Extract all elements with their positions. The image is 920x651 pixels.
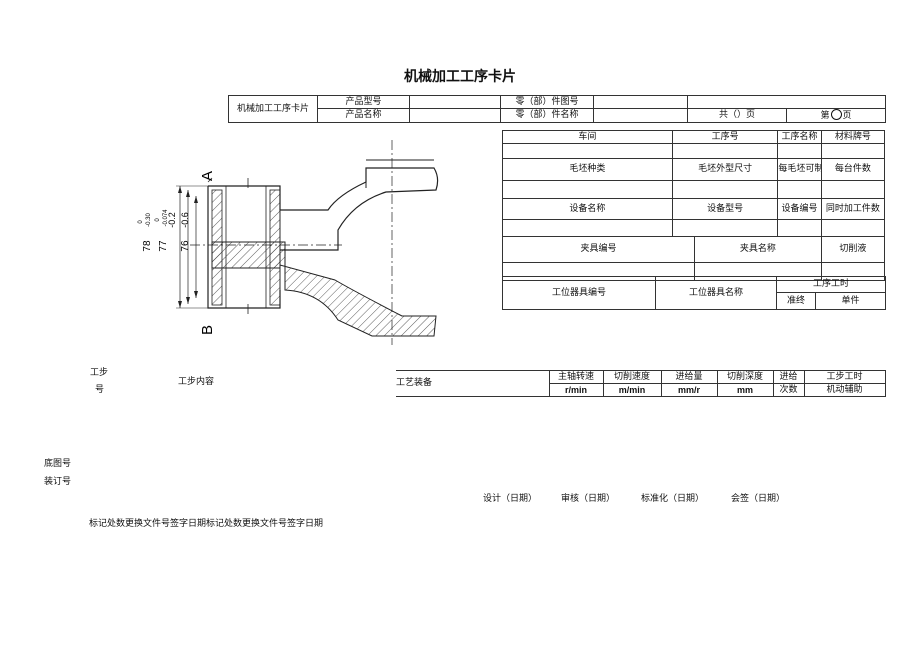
parts-per-unit-value[interactable] xyxy=(820,180,886,199)
passes-label-2: 次数 xyxy=(772,383,805,397)
process-no-value[interactable] xyxy=(671,143,779,159)
equipment-model-label: 设备型号 xyxy=(671,198,779,220)
machine-aux-label: 机动辅助 xyxy=(803,383,886,397)
dim-76: 76 xyxy=(180,240,191,252)
dim-78: 78 xyxy=(142,240,153,252)
page-prefix: 第 xyxy=(820,111,830,121)
fixture-name-label: 夹具名称 xyxy=(694,236,822,263)
product-name-label: 产品名称 xyxy=(317,108,410,123)
equipment-no-label: 设备编号 xyxy=(777,198,822,220)
station-tool-no-label: 工位器具编号 xyxy=(502,276,656,310)
process-name-label: 工序名称 xyxy=(777,130,822,144)
equipment-name-label: 设备名称 xyxy=(502,198,673,220)
design-label: 设计（日期） xyxy=(483,494,538,504)
product-model-label: 产品型号 xyxy=(317,95,410,109)
card-label: 机械加工工序卡片 xyxy=(228,95,318,123)
feed-unit: mm/r xyxy=(660,383,718,397)
step-header-table: 工艺装备 主轴转速 切削速度 进给量 切削深度 进给 工步工时 r/min m/… xyxy=(396,370,886,397)
blank-type-label: 毛坯种类 xyxy=(502,158,673,181)
simultaneous-parts-value[interactable] xyxy=(820,219,886,237)
parts-per-blank-label: 每毛坯可制件数 xyxy=(777,158,822,181)
part-drawing-no-label: 零（部）件图号 xyxy=(500,95,594,109)
cut-depth-unit: mm xyxy=(716,383,774,397)
material-label: 材料牌号 xyxy=(820,130,886,144)
spindle-speed-label: 主轴转速 xyxy=(548,370,604,384)
workshop-value[interactable] xyxy=(502,143,673,159)
cutting-speed-unit: m/min xyxy=(602,383,662,397)
section-label-a: A xyxy=(199,171,216,181)
cut-depth-label: 切削深度 xyxy=(716,370,774,384)
part-drawing: A B 78 0 -0.30 77 0 -0.074 -0.2 76 -0.6 xyxy=(138,140,439,345)
dim-77-tol-lower: -0.074 xyxy=(163,209,169,227)
simultaneous-parts-label: 同时加工件数 xyxy=(820,198,886,220)
equipment-model-value[interactable] xyxy=(671,219,779,237)
product-model-value[interactable] xyxy=(409,95,501,109)
step-no-label-1: 工步 xyxy=(90,368,109,378)
blank-type-value[interactable] xyxy=(502,180,673,199)
equipment-no-value[interactable] xyxy=(777,219,822,237)
header-blank xyxy=(687,95,886,109)
step-no-label-2: 号 xyxy=(95,385,105,395)
dim-78-tol-lower: -0.30 xyxy=(146,213,152,227)
feed-label: 进给量 xyxy=(660,370,718,384)
standardize-label: 标准化（日期） xyxy=(641,494,705,504)
base-drawing-no-label: 底图号 xyxy=(44,459,72,469)
dim-77-tol-upper: 0 xyxy=(155,218,161,222)
page-number: 第页 xyxy=(786,108,886,123)
parts-per-unit-label: 每台件数 xyxy=(820,158,886,181)
part-drawing-no-value[interactable] xyxy=(593,95,688,109)
review-label: 审核（日期） xyxy=(561,494,616,504)
blank-size-label: 毛坯外型尺寸 xyxy=(671,158,779,181)
page-suffix: 页 xyxy=(842,111,852,121)
process-name-value[interactable] xyxy=(777,143,822,159)
header-table: 机械加工工序卡片 产品型号 零（部）件图号 产品名称 零（部）件名称 共（）页 … xyxy=(228,95,886,123)
binding-no-label: 装订号 xyxy=(44,477,72,487)
dim-78-tol-upper: 0 xyxy=(138,220,144,224)
dim-77-extra: -0.2 xyxy=(167,212,177,228)
workshop-label: 车间 xyxy=(502,130,673,144)
product-name-value[interactable] xyxy=(409,108,501,123)
spindle-unit: r/min xyxy=(548,383,604,397)
equipment-name-value[interactable] xyxy=(502,219,673,237)
dim-77: 77 xyxy=(158,240,169,252)
revision-row: 标记处数更换文件号签字日期标记处数更换文件号签字日期 xyxy=(89,519,324,529)
section-label-b: B xyxy=(199,325,216,335)
info-table: 车间 工序号 工序名称 材料牌号 毛坯种类 毛坯外型尺寸 每毛坯可制件数 每台件… xyxy=(501,130,886,281)
step-hours-label: 工步工时 xyxy=(803,370,886,384)
station-tool-table: 工位器具编号 工位器具名称 工序工时 准终 单件 xyxy=(502,276,887,310)
blank-size-value[interactable] xyxy=(671,180,779,199)
tooling-label: 工艺装备 xyxy=(396,370,550,397)
prep-time-label: 准终 xyxy=(776,292,816,310)
cutting-speed-label: 切削速度 xyxy=(602,370,662,384)
material-value[interactable] xyxy=(820,143,886,159)
total-pages: 共（）页 xyxy=(687,108,787,123)
parts-per-blank-value[interactable] xyxy=(777,180,822,199)
process-no-label: 工序号 xyxy=(671,130,779,144)
page-circle-icon xyxy=(830,109,842,120)
coolant-label: 切削液 xyxy=(820,236,886,263)
fixture-no-label: 夹具编号 xyxy=(501,236,696,263)
unit-time-label: 单件 xyxy=(814,292,887,310)
countersign-label: 会签（日期） xyxy=(731,494,786,504)
dim-76-tol: -0.6 xyxy=(180,212,190,228)
station-tool-name-label: 工位器具名称 xyxy=(655,276,777,310)
page-title: 机械加工工序卡片 xyxy=(404,69,516,85)
part-name-value[interactable] xyxy=(593,108,688,123)
part-name-label: 零（部）件名称 xyxy=(500,108,594,123)
process-hours-label: 工序工时 xyxy=(775,276,887,293)
passes-label-1: 进给 xyxy=(772,370,805,384)
step-content-label: 工步内容 xyxy=(178,377,215,387)
